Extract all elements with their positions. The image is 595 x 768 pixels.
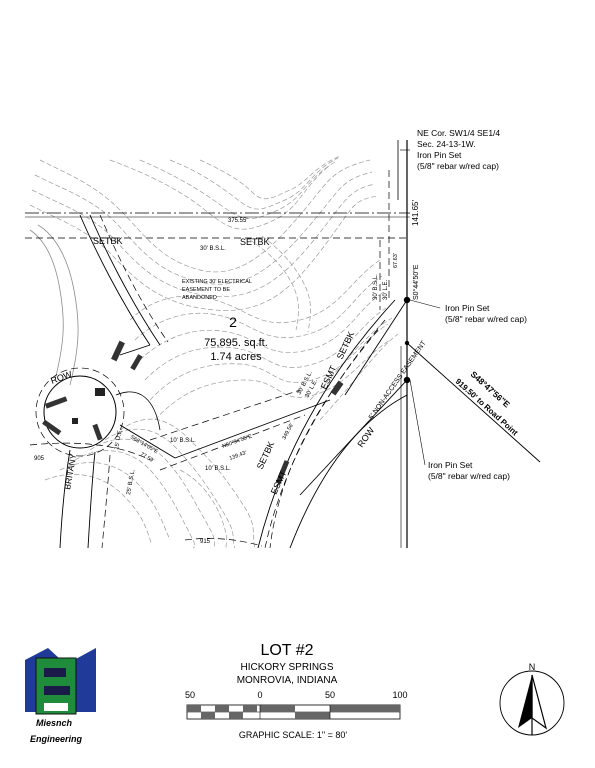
- pin-note-mid-line2: (5/8" rebar w/red cap): [445, 314, 527, 324]
- britany-label: BRITANY: [62, 453, 78, 491]
- north-label: N: [529, 662, 536, 672]
- iron-pins: [403, 296, 411, 384]
- dim-right: 141.65': [411, 200, 420, 226]
- iron-pin-low: [403, 376, 411, 384]
- logo-line1: Miesnch: [36, 718, 73, 728]
- title-block: LOT #2 HICKORY SPRINGS MONROVIA, INDIANA…: [25, 642, 565, 744]
- plan-location: MONROVIA, INDIANA: [237, 675, 338, 686]
- iron-pin-mid: [403, 296, 411, 304]
- bearing-low2: N80°34'55"E: [222, 433, 254, 449]
- non-access-easement: 5' NON-ACCESS EASEMENT: [368, 339, 428, 421]
- scale-label-1: 0: [257, 690, 262, 700]
- setbk-left: SETBK: [93, 236, 123, 246]
- north-arrow-icon: N: [499, 662, 565, 736]
- company-logo: Miesnch Engineering: [25, 648, 96, 744]
- lot-area-acres: 1.74 acres: [210, 351, 262, 363]
- easement-note-1: EXISTING 30' ELECTRICAL: [182, 279, 252, 285]
- bsl-low2: 10' B.S.L.: [205, 466, 231, 472]
- easement-note-2: EASEMENT TO BE: [182, 287, 230, 293]
- bsl-left: 25' B.S.L.: [126, 469, 136, 496]
- graphic-scale-bar: 50 0 50 100 GRAPHIC SCALE: 1" = 80': [185, 690, 408, 740]
- scale-text: GRAPHIC SCALE: 1" = 80': [239, 730, 347, 740]
- scale-label-0: 50: [185, 690, 195, 700]
- bsl-top: 30' B.S.L.: [200, 246, 226, 252]
- corner-note-line4: (5/8" rebar w/red cap): [417, 161, 499, 171]
- logo-line2: Engineering: [30, 734, 83, 744]
- bearing-right: S0°44'50"E: [412, 264, 420, 300]
- dim-small: 67.63': [393, 253, 399, 268]
- contour-915: 915: [200, 539, 211, 545]
- cul-de-sac-details: [42, 340, 344, 485]
- corner-note-line1: NE Cor. SW1/4 SE1/4: [417, 128, 500, 138]
- ue-label: 15' U.E.: [114, 428, 124, 450]
- pin-note-low-line1: Iron Pin Set: [428, 460, 473, 470]
- contour-905: 905: [34, 456, 45, 462]
- scale-label-3: 100: [392, 690, 407, 700]
- le-right: 30' L.E.: [383, 280, 389, 300]
- plan-title: LOT #2: [260, 642, 313, 659]
- easement-note-3: ABANDONED: [182, 295, 217, 301]
- corner-note-line2: Sec. 24-13-1W.: [417, 139, 476, 149]
- topographic-contours: [29, 155, 399, 549]
- pin-note-mid-line1: Iron Pin Set: [445, 303, 490, 313]
- plan-subtitle: HICKORY SPRINGS: [241, 662, 334, 673]
- lot-area-sqft: 75,895. sq.ft.: [204, 337, 268, 349]
- row-right: ROW: [355, 425, 376, 449]
- iron-pin-road: [404, 340, 410, 346]
- bsl-low: 10' B.S.L.: [170, 438, 196, 444]
- setbk-road: SETBK: [255, 440, 277, 471]
- dim-top: 375.55': [228, 218, 248, 224]
- setbk-mid: SETBK: [335, 330, 357, 361]
- corner-note-line3: Iron Pin Set: [417, 150, 462, 160]
- dim-road: 349.56': [281, 422, 295, 441]
- scale-label-2: 50: [325, 690, 335, 700]
- lot-number: 2: [229, 314, 237, 330]
- setbk-top: SETBK: [240, 237, 270, 247]
- bsl-right: 30' B.S.L.: [373, 274, 379, 300]
- dim-low2: 139.43': [229, 450, 248, 462]
- pin-note-low-line2: (5/8" rebar w/red cap): [428, 471, 510, 481]
